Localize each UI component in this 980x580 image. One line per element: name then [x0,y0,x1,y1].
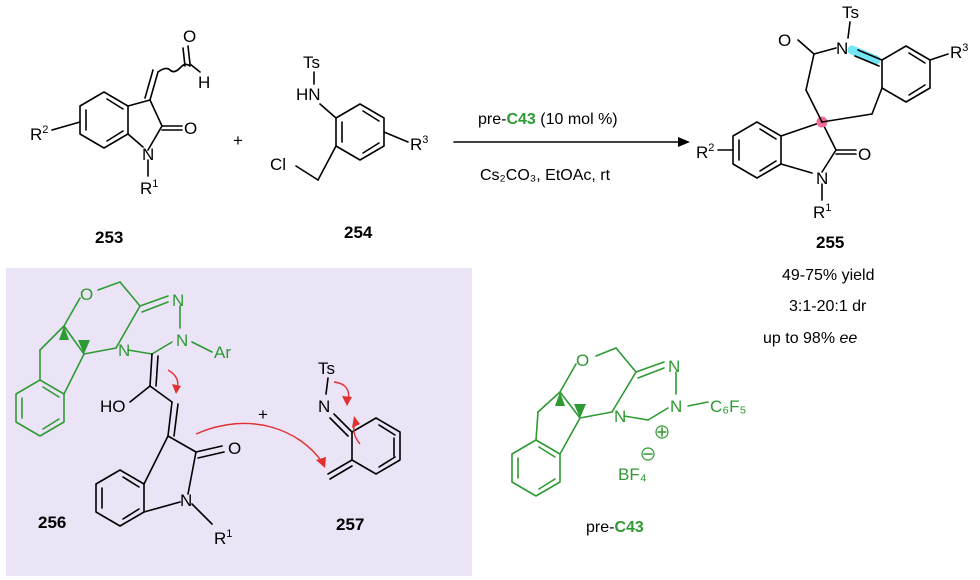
r2-253: R2 [30,124,48,144]
atom-n-256-top: N [172,291,184,310]
atom-o-255: O [858,145,871,164]
plus-sign-top: + [233,131,243,150]
r3-255: R3 [950,42,968,62]
result-ee: up to 98% ee [763,330,857,347]
label-254: 254 [344,223,373,242]
atom-cl-254: Cl [270,155,286,174]
atom-o-256-lower: O [228,439,241,458]
atom-ho-256: HO [100,397,126,416]
atom-o-253: O [184,119,197,138]
r1-255: R1 [813,202,831,222]
plus-sign-mechanism: + [258,405,268,424]
result-yield: 49-75% yield [782,267,875,284]
r1-253: R1 [140,178,158,198]
atom-ts-257: Ts [318,359,335,378]
atom-n-255: N [816,169,828,188]
atom-n-257: N [318,397,330,416]
atom-n-c43-bridge: N [614,407,626,426]
atom-o-c43: O [576,351,589,370]
atom-h-aldehyde: H [198,73,210,92]
conditions-reagents: Cs₂CO₃, EtOAc, rt [480,167,611,184]
atom-n-c43-aryl: N [670,397,682,416]
compound-254: Ts HN Cl R3 [270,53,428,181]
atom-ar-256: Ar [214,343,231,362]
atom-n-256-lower: N [180,491,192,510]
atom-ts-254: Ts [303,53,320,72]
reaction-arrow [453,137,690,147]
label-257: 257 [336,515,364,534]
r2-255: R2 [696,142,714,162]
atom-bf4-c43: BF₄ [618,465,647,484]
atom-hn-254: HN [296,85,321,104]
label-253: 253 [95,228,123,247]
label-255: 255 [816,233,844,252]
compound-253: O H O N R1 R2 [30,27,210,198]
r1-256: R1 [214,528,232,548]
intermediate-256: O N N N Ar HO O N R1 [15,281,326,548]
result-dr: 3:1-20:1 dr [789,298,867,315]
atom-n-255-top: N [836,39,848,58]
atom-o-255-lactam: O [778,31,791,50]
atom-n-253: N [142,145,154,164]
compound-255: O N Ts R3 O N R1 R2 [696,3,968,222]
label-256: 256 [38,513,66,532]
atom-c6f5-c43: C₆F₅ [710,397,746,416]
conditions-catalyst: pre-C43 (10 mol %) [478,111,618,128]
atom-n-256-ar: N [176,331,188,350]
catalyst-pre-c43: O N N N C₆F₅ BF₄ [511,347,746,497]
atom-n-c43-top: N [668,357,680,376]
atom-o-aldehyde: O [183,27,196,46]
intermediate-257: N Ts [318,359,401,480]
label-pre-c43: pre-C43 [586,519,644,536]
atom-ts-255: Ts [842,3,859,22]
atom-o-256: O [80,285,93,304]
r3-254: R3 [410,134,428,154]
atom-n-256-bridge: N [118,341,130,360]
mechanism-panel [6,268,472,576]
